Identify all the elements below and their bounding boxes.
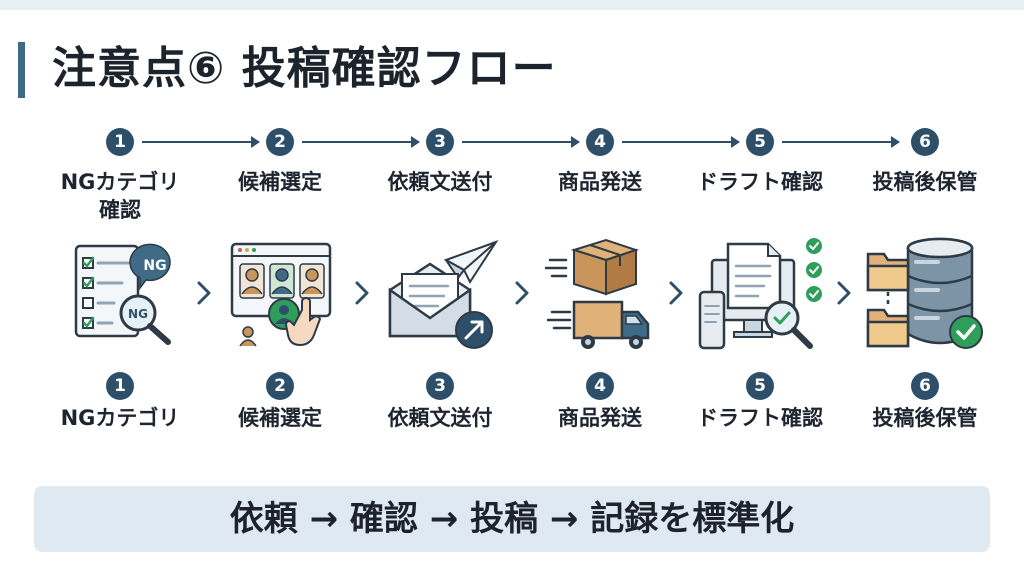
top-step-number-3: 3 [426,128,454,156]
top-connector-2-3 [302,136,420,148]
chevron-right-icon-1 [194,280,214,306]
bottom-step-label-1: NGカテゴリ [60,406,180,430]
chevron-right-icon-4 [666,280,686,306]
chevron-right-icon-2 [352,280,372,306]
mail-send-icon [386,238,499,349]
top-step-label-2: 候補選定 [238,170,322,194]
top-step-label-3: 依頼文送付 [387,170,493,194]
bottom-step-number-1: 1 [106,372,134,400]
top-step-number-2: 2 [266,128,294,156]
bottom-step-number-4: 4 [586,372,614,400]
bottom-step-label-3: 依頼文送付 [387,406,493,430]
title-accent-bar [18,42,25,98]
summary-banner-text: 依頼 → 確認 → 投稿 → 記録を標準化 [229,499,795,539]
bottom-step-number-2: 2 [266,372,294,400]
bottom-step-number-5: 5 [746,372,774,400]
bottom-step-label-5: ドラフト確認 [697,406,823,430]
top-step-label-4: 商品発送 [558,170,642,194]
checklist-ng-magnifier-icon: NG NG [70,238,180,348]
top-step-label-5: ドラフト確認 [697,170,823,194]
bottom-step-label-6: 投稿後保管 [872,406,978,430]
top-step-number-6: 6 [911,128,939,156]
bottom-step-number-3: 3 [426,372,454,400]
bottom-step-label-2: 候補選定 [238,406,322,430]
top-step-number-1: 1 [106,128,134,156]
summary-banner: 依頼 → 確認 → 投稿 → 記録を標準化 [34,486,990,552]
page-title: 注意点⑥ 投稿確認フロー [52,43,557,94]
ng-bubble-text: NG [143,258,166,274]
draft-review-icon [698,236,822,350]
chevron-right-icon-3 [512,280,532,306]
archive-storage-icon [862,234,983,349]
bottom-step-number-6: 6 [911,372,939,400]
top-strip [0,0,1024,10]
top-connector-4-5 [622,136,740,148]
package-shipping-icon [544,236,654,349]
top-step-label-6: 投稿後保管 [872,170,978,194]
top-connector-1-2 [142,136,260,148]
top-connector-5-6 [782,136,900,148]
bottom-step-label-4: 商品発送 [558,406,642,430]
top-step-number-4: 4 [586,128,614,156]
top-step-label-1: NGカテゴリ 確認 [60,170,180,222]
ng-lens-text: NG [128,307,148,321]
top-step-number-5: 5 [746,128,774,156]
candidate-selection-icon [228,238,338,348]
top-connector-3-4 [462,136,580,148]
chevron-right-icon-5 [834,280,854,306]
